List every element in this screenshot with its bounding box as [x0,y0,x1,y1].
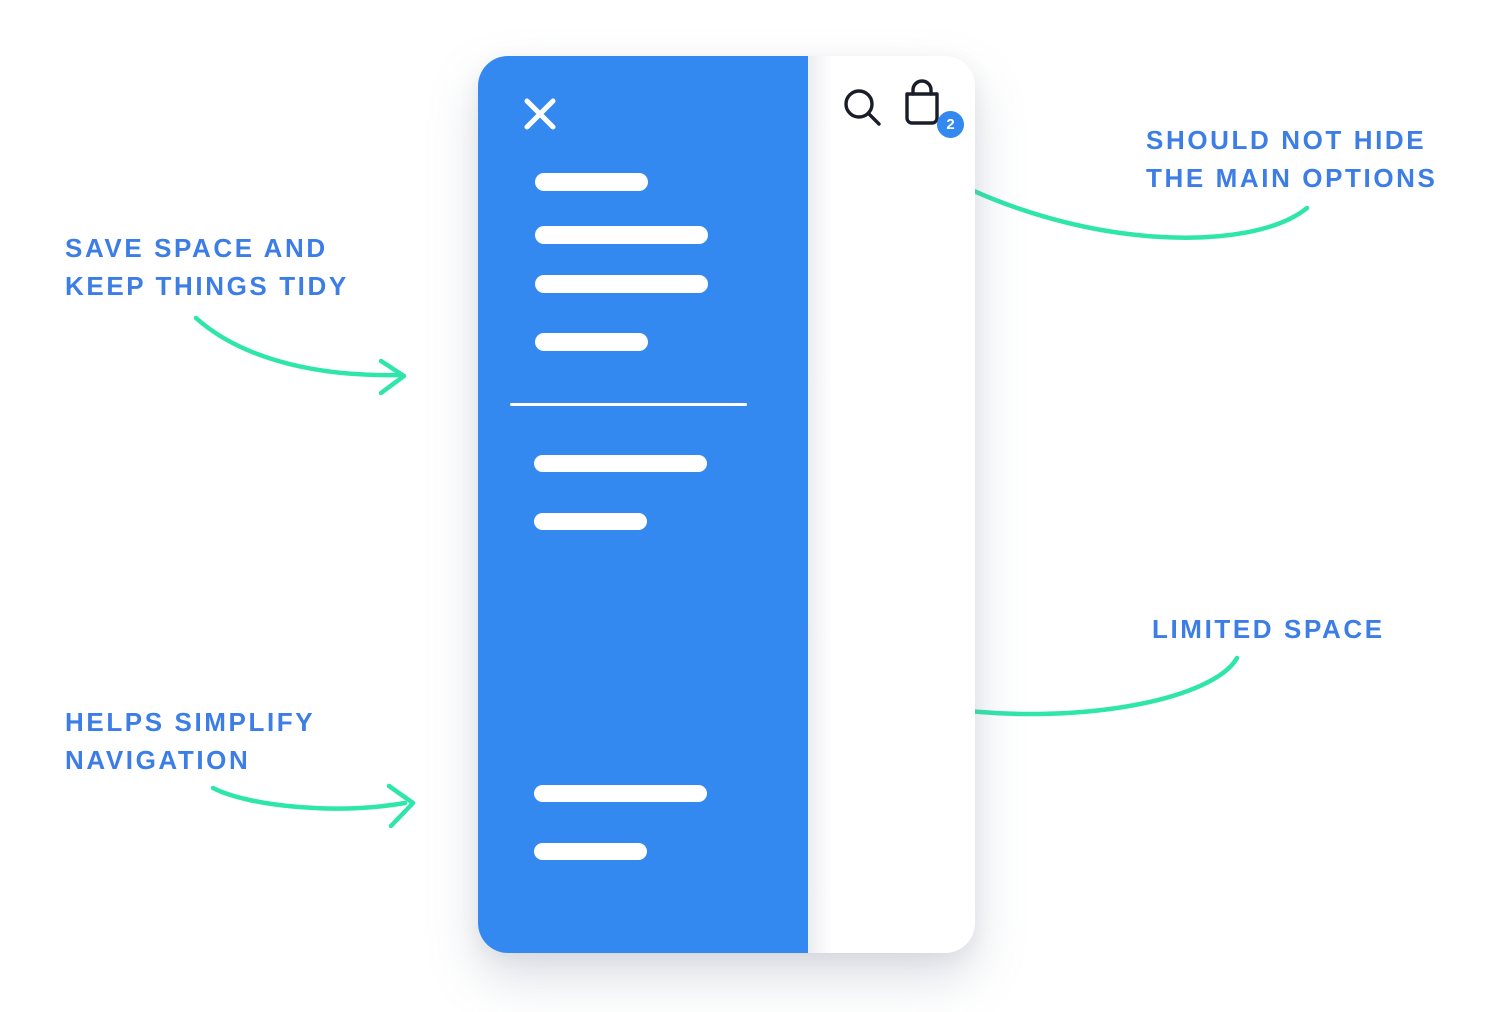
annotation-save-space-line1: SAVE SPACE AND [65,233,328,263]
close-icon [524,98,556,130]
menu-item-placeholder[interactable] [534,455,707,472]
cart-button[interactable]: 2 [898,76,964,138]
annotation-should-not-hide-line1: SHOULD NOT HIDE [1146,125,1427,155]
menu-item-placeholder[interactable] [534,843,647,860]
annotation-helps-simplify-line1: HELPS SIMPLIFY [65,707,316,737]
annotation-helps-simplify-line2: NAVIGATION [65,745,251,775]
annotation-limited-space-line1: LIMITED SPACE [1152,614,1385,644]
cart-badge: 2 [937,111,964,138]
annotation-should-not-hide-line2: THE MAIN OPTIONS [1146,163,1438,193]
menu-item-placeholder[interactable] [535,173,648,191]
drawer-divider [510,403,747,406]
shopping-bag-icon [905,79,939,125]
drawer-shadow [808,56,832,953]
phone-mockup: 2 [478,56,975,953]
menu-item-placeholder[interactable] [535,333,648,351]
annotation-should-not-hide: SHOULD NOT HIDE THE MAIN OPTIONS [1146,121,1438,197]
arrow-save-space [193,315,407,396]
arrow-helps-simplify [210,783,416,829]
menu-item-placeholder[interactable] [535,275,708,293]
menu-item-placeholder[interactable] [534,513,647,530]
annotation-save-space-line2: KEEP THINGS TIDY [65,271,349,301]
menu-item-placeholder[interactable] [534,785,707,802]
annotation-helps-simplify: HELPS SIMPLIFY NAVIGATION [65,703,315,779]
menu-item-placeholder[interactable] [535,226,708,244]
annotation-limited-space: LIMITED SPACE [1152,610,1385,648]
nav-drawer [478,56,808,953]
close-drawer-button[interactable] [518,92,562,136]
annotation-save-space: SAVE SPACE AND KEEP THINGS TIDY [65,229,349,305]
search-icon [844,89,881,126]
search-button[interactable] [838,84,884,130]
